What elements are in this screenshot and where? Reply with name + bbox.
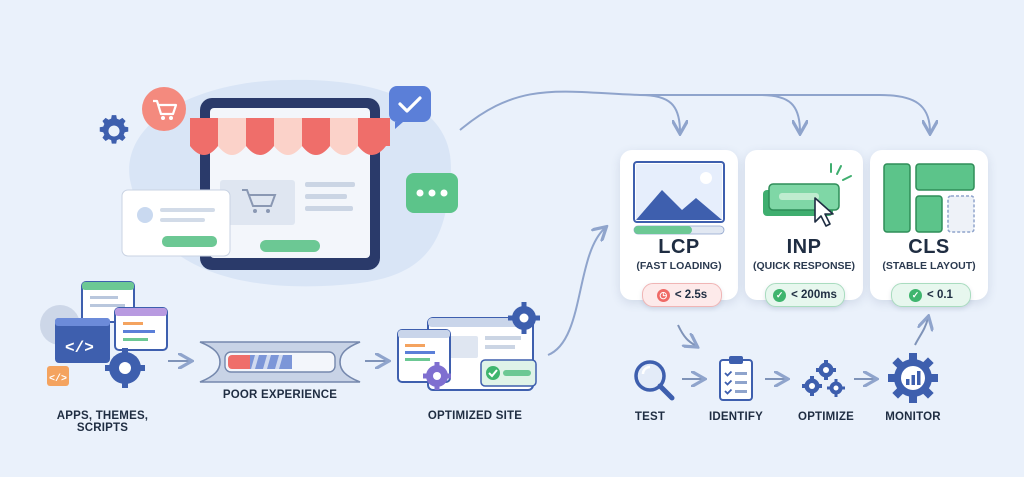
- check-circle-icon: ✓: [773, 288, 787, 302]
- optimized-site-label: OPTIMIZED SITE: [427, 410, 523, 422]
- image-loading-icon: [633, 161, 725, 235]
- stable-layout-icon: [883, 163, 975, 233]
- check-circle-icon: ✓: [909, 288, 923, 302]
- metric-name: LCP: [658, 236, 700, 258]
- apps-label-line2: SCRIPTS: [76, 422, 129, 434]
- badge-text: < 2.5s: [674, 289, 708, 301]
- ellipsis-icon: [406, 173, 458, 213]
- click-response-icon: [763, 163, 852, 227]
- apps-label-line1: APPS, THEMES,: [56, 410, 149, 422]
- lcp-card: LCP (FAST LOADING): [620, 150, 738, 300]
- step-test: TEST: [634, 411, 666, 423]
- poor-experience-label: POOR EXPERIENCE: [222, 389, 338, 401]
- cls-badge: ✓ < 0.1: [891, 283, 971, 307]
- badge-text: < 200ms: [791, 289, 837, 301]
- metric-desc: (FAST LOADING): [636, 260, 722, 272]
- arrow-lcp-to-test: [677, 324, 696, 346]
- flow-arrow-inp: [759, 94, 800, 132]
- cursor-icon: [814, 197, 834, 227]
- arrow-monitor-to-cls: [914, 318, 928, 346]
- check-icon: [389, 86, 431, 129]
- poor-experience-bar: [199, 341, 361, 383]
- inp-card: INP (QUICK RESPONSE): [745, 150, 863, 300]
- clock-icon: ◷: [656, 288, 670, 302]
- gear-icon: [99, 115, 129, 144]
- svg-text:</>: </>: [49, 373, 67, 385]
- storefront-illustration: [121, 79, 451, 287]
- apps-label: APPS, THEMES, SCRIPTS: [40, 410, 165, 434]
- magnifier-icon: [634, 360, 675, 401]
- metric-name: INP: [786, 236, 822, 258]
- metric-name: CLS: [908, 236, 950, 258]
- flow-arrow-lcp: [639, 94, 680, 132]
- inp-badge: ✓ < 200ms: [765, 283, 845, 307]
- cart-icon: [142, 87, 186, 131]
- gears-icon: [802, 360, 845, 397]
- metric-desc: (QUICK RESPONSE): [752, 260, 856, 272]
- badge-text: < 0.1: [927, 289, 953, 301]
- step-optimize: OPTIMIZE: [798, 411, 854, 423]
- monitor-gear-icon: [888, 353, 938, 403]
- optimized-site-illustration: [397, 302, 540, 391]
- cls-card: CLS (STABLE LAYOUT): [870, 150, 988, 300]
- lcp-badge: ◷ < 2.5s: [642, 283, 722, 307]
- metric-desc: (STABLE LAYOUT): [882, 260, 976, 272]
- clipboard-icon: [719, 356, 753, 401]
- step-monitor: MONITOR: [885, 411, 941, 423]
- step-identify: IDENTIFY: [709, 411, 763, 423]
- flow-arrow-top: [459, 90, 930, 132]
- flow-arrow-optimized: [547, 228, 605, 356]
- apps-themes-scripts-illustration: </> </>: [40, 281, 168, 388]
- svg-text:</>: </>: [65, 339, 94, 357]
